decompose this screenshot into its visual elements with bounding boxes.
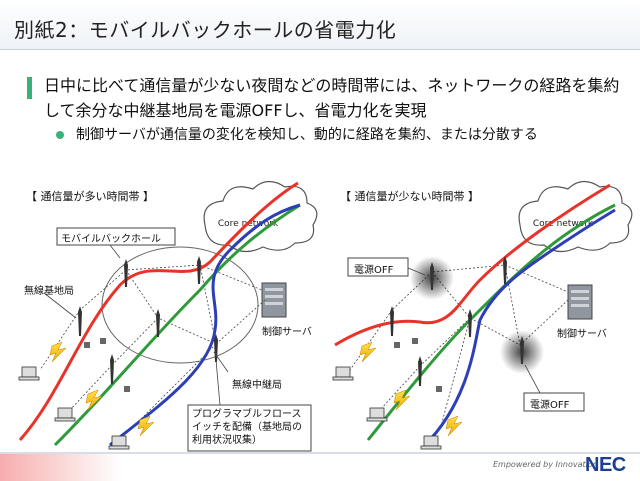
callout-text: プログラマブルフロースイッチを配備（基地局の利用状況収集） <box>192 409 302 446</box>
core-network-cloud-left: Core network <box>203 180 318 253</box>
footer-accent <box>0 454 120 481</box>
cloud-label-right: Core network <box>533 219 594 229</box>
right-panel-label: 【 通信量が少ない時間帯 】 <box>340 190 479 203</box>
backhaul-ellipse <box>101 246 259 364</box>
towers-right <box>390 256 524 386</box>
base-station-label: 無線基地局 <box>24 286 74 297</box>
device-icons-left <box>84 338 130 392</box>
server-label-left: 制御サーバ <box>262 327 312 338</box>
footer-tagline: Empowered by Innovation <box>493 460 598 469</box>
bullet-dot-icon <box>56 131 64 139</box>
sub-bullet-text: 制御サーバが通信量の変化を検知し、動的に経路を集約、または分散する <box>76 127 538 143</box>
main-bullet-text: 日中に比べて通信量が少ない夜間などの時間帯には、ネットワークの経路を集約して余分… <box>44 76 620 120</box>
backhaul-label-box <box>56 227 176 246</box>
callout-box <box>187 404 312 452</box>
slide-title: 別紙2：モバイルバックホールの省電力化 <box>14 18 397 42</box>
left-panel-label: 【 通信量が多い時間帯 】 <box>26 190 154 203</box>
power-off-label-1: 電源OFF <box>354 265 394 276</box>
laptop-icons-right <box>332 366 442 450</box>
power-off-box-2 <box>523 392 585 412</box>
lightning-icons-left <box>49 341 155 437</box>
core-network-cloud-right: Core network <box>518 180 633 253</box>
towers-left <box>78 256 218 384</box>
red-path-left <box>18 181 299 441</box>
lightning-icons-right <box>359 341 463 437</box>
bullet-bar-icon <box>27 77 32 99</box>
red-path-right <box>334 183 611 347</box>
power-off-label-2: 電源OFF <box>530 400 570 411</box>
laptop-icons-left <box>18 366 130 450</box>
footer-divider <box>0 452 640 454</box>
power-off-box-1 <box>347 257 409 277</box>
control-server-right <box>567 284 593 320</box>
blue-path-right <box>423 208 616 447</box>
control-server-left <box>261 282 287 318</box>
backhaul-label: モバイルバックホール <box>61 234 161 245</box>
title-bar: 別紙2：モバイルバックホールの省電力化 <box>0 0 640 50</box>
device-icons-right <box>394 338 442 392</box>
nec-logo: NEC <box>585 454 626 476</box>
relay-station-label: 無線中継局 <box>232 380 282 391</box>
blue-path-left <box>109 203 301 447</box>
server-label-right: 制御サーバ <box>557 329 607 340</box>
